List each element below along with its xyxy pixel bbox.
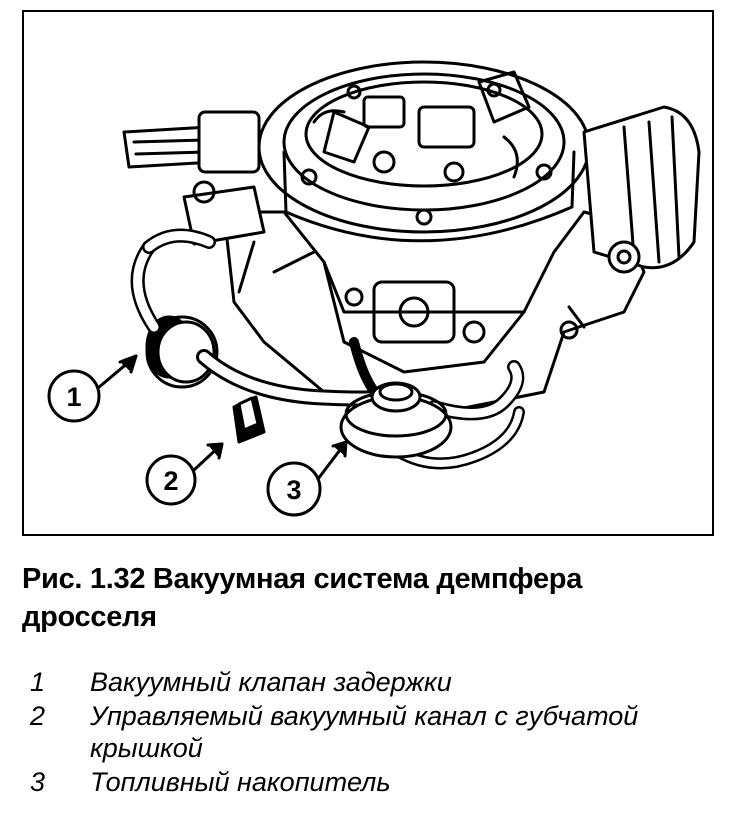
legend-number: 1 (30, 667, 46, 697)
callout-number-1: 1 (66, 382, 81, 412)
legend-item-1: 1 Вакуумный клапан задержки (22, 666, 722, 698)
choke-linkage (312, 70, 531, 183)
fuel-accumulator (339, 381, 453, 459)
choke-housing (559, 105, 701, 340)
callout-number-2: 2 (163, 466, 178, 496)
fuel-inlet-pipes (122, 110, 266, 246)
callout-circle-3 (266, 440, 348, 517)
legend-text: Управляемый вакуумный канал с губчатой к… (90, 701, 639, 763)
legend-text: Вакуумный клапан задержки (90, 667, 452, 697)
legend-item-3: 3 Топливный накопитель (22, 766, 722, 798)
callout-circle-2 (145, 442, 224, 506)
carburetor-body (222, 210, 646, 414)
vacuum-port-sponge-cap (232, 395, 266, 444)
figure-frame: 1 2 3 (22, 10, 714, 536)
carburetor-top-cover (257, 60, 591, 243)
legend-text: Топливный накопитель (90, 767, 391, 797)
legend: 1 Вакуумный клапан задержки 2 Управляемы… (22, 666, 722, 800)
callout-number-3: 3 (286, 475, 301, 505)
legend-item-2: 2 Управляемый вакуумный канал с губчатой… (22, 700, 722, 764)
legend-number: 3 (30, 767, 46, 797)
carburetor-illustration: 1 2 3 (47, 60, 701, 517)
callout-circle-1 (47, 354, 138, 423)
legend-number: 2 (30, 701, 46, 731)
vacuum-hoses (130, 228, 525, 470)
figure-caption: Рис. 1.32 Вакуумная система демпфера дро… (22, 563, 583, 633)
